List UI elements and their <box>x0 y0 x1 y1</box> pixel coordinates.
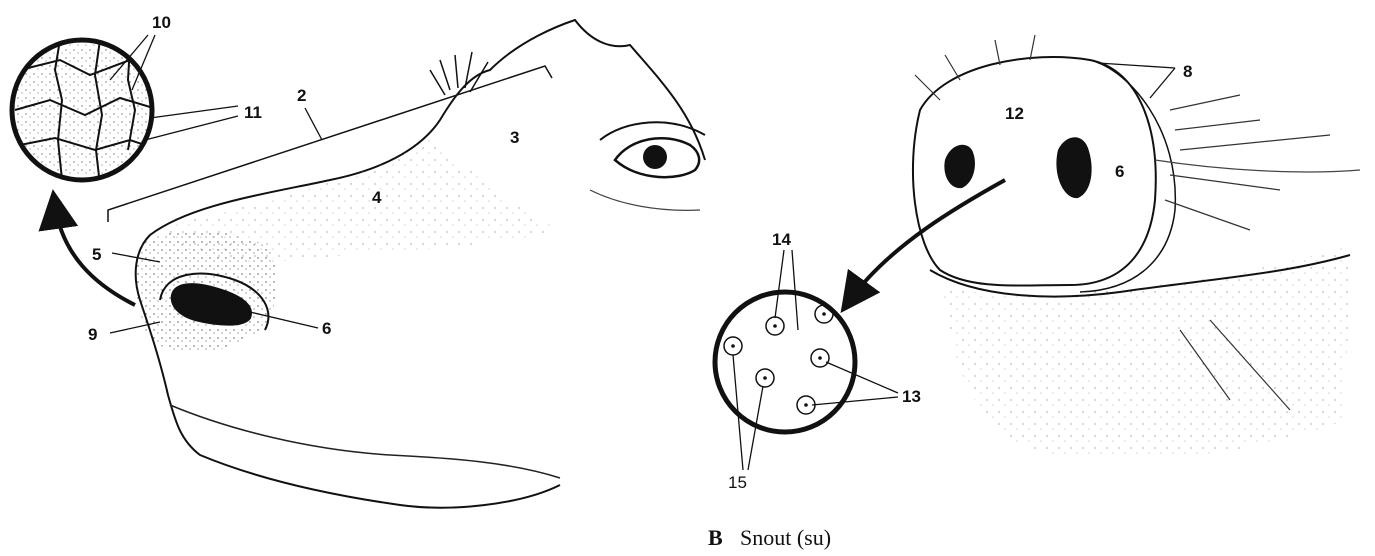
label-13: 13 <box>902 387 921 406</box>
leader-11a <box>150 106 238 118</box>
label-2: 2 <box>297 86 306 105</box>
label-3: 3 <box>510 128 519 147</box>
label-6b: 6 <box>1115 162 1124 181</box>
cheek-line <box>1155 160 1360 172</box>
label-12: 12 <box>1005 104 1024 123</box>
label-15: 15 <box>728 473 747 492</box>
label-6a: 6 <box>322 319 331 338</box>
leader-2 <box>305 108 322 140</box>
label-9: 9 <box>88 325 97 344</box>
leader-8b <box>1150 68 1175 98</box>
inset-b <box>715 292 855 432</box>
panel-a: 10 11 2 3 4 5 6 9 <box>10 13 705 508</box>
label-10: 10 <box>152 13 171 32</box>
label-8: 8 <box>1183 62 1192 81</box>
inset-a <box>10 38 160 188</box>
face-shade <box>160 140 560 262</box>
label-4: 4 <box>372 188 382 207</box>
panel-b: 8 12 6 14 13 15 B Snout (su) <box>708 35 1360 550</box>
lip-line <box>170 405 560 478</box>
eye <box>590 122 705 210</box>
leader-11b <box>145 116 238 140</box>
label-11: 11 <box>244 103 262 122</box>
panel-b-letter: B <box>708 525 723 550</box>
label-5: 5 <box>92 245 101 264</box>
panel-b-caption: Snout (su) <box>740 525 831 550</box>
label-14: 14 <box>772 230 791 249</box>
